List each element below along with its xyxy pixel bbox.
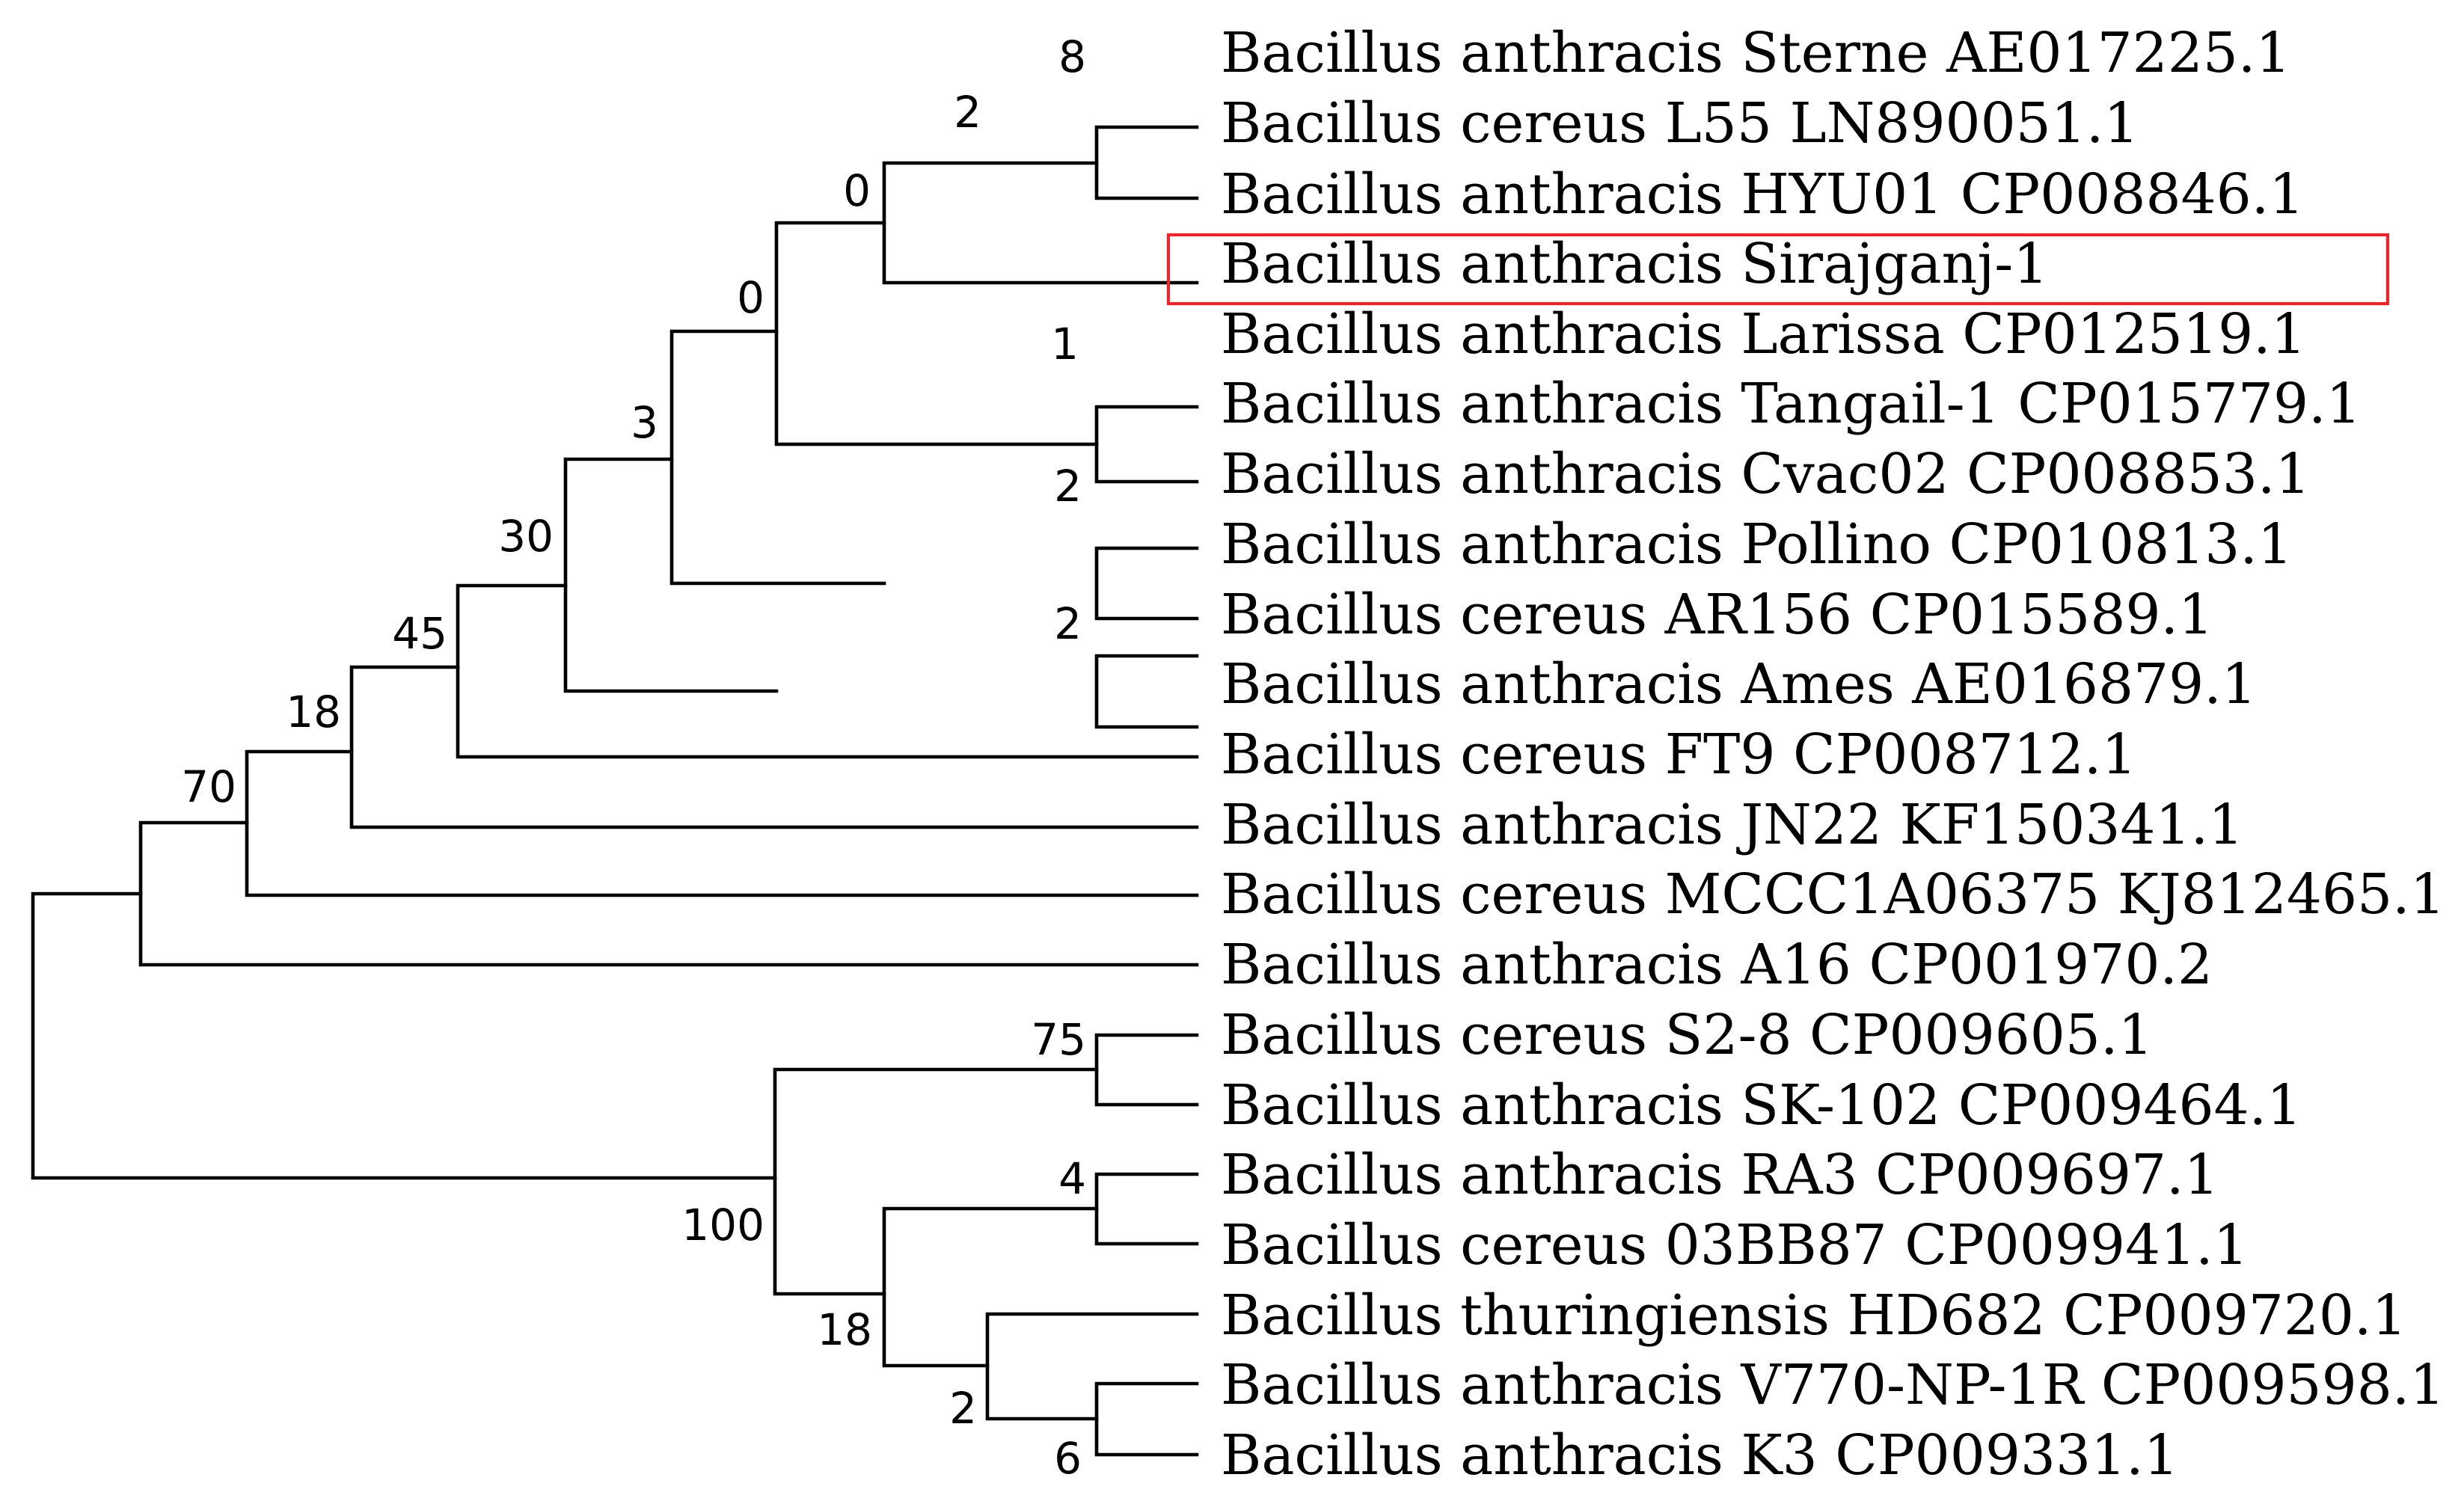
bootstrap-value: 70 [181,761,236,812]
taxon-label: Bacillus anthracis K3 CP009331.1 [1221,1423,2179,1488]
bootstrap-value: 4 [1058,1153,1086,1204]
taxon-label: Bacillus cereus L55 LN890051.1 [1221,91,2139,156]
bootstrap-value: 18 [286,687,341,737]
bootstrap-value: 6 [1054,1433,1082,1484]
branch-node-18-upper [245,749,1199,897]
taxon-label: Bacillus anthracis Pollino CP010813.1 [1221,512,2293,577]
branch-node-2-pollino [1094,654,1199,729]
branch-node-2-lower [985,1312,1199,1421]
taxon-label: Bacillus cereus 03BB87 CP009941.1 [1221,1213,2249,1277]
branch-node-75 [1094,1033,1199,1107]
bootstrap-value: 100 [681,1200,764,1250]
taxon-label: Bacillus anthracis Larissa CP012519.1 [1221,302,2306,366]
taxon-label: Bacillus cereus MCCC1A06375 KJ812465.1 [1221,862,2445,927]
branch-node-4 [1094,1172,1199,1246]
taxon-labels: Bacillus anthracis Sterne AE017225.1 Bac… [1221,21,2445,1488]
taxon-label: Bacillus thuringiensis HD682 CP009720.1 [1221,1283,2407,1348]
bootstrap-value: 0 [737,272,764,323]
bootstrap-value: 8 [1058,31,1086,82]
taxon-label: Bacillus anthracis V770-NP-1R CP009598.1 [1221,1353,2445,1417]
bootstrap-value: 18 [817,1304,872,1355]
taxon-label: Bacillus anthracis Sterne AE017225.1 [1221,21,2291,85]
bootstrap-value: 0 [843,165,871,216]
taxon-label: Bacillus cereus FT9 CP008712.1 [1221,722,2136,787]
taxon-label: Bacillus anthracis JN22 KF150341.1 [1221,793,2243,857]
bootstrap-value: 3 [631,397,658,448]
branch-node-0-inner [774,221,1099,446]
bootstrap-labels: 8 2 0 1 0 2 2 3 30 45 18 70 75 4 6 2 18 … [181,31,1086,1484]
branch-root [31,891,777,1180]
highlight-box [1166,233,2390,306]
bootstrap-value: 1 [1051,319,1079,369]
bootstrap-value: 2 [1054,598,1082,649]
taxon-label: Bacillus anthracis RA3 CP009697.1 [1221,1143,2219,1207]
bootstrap-value: 45 [392,608,447,659]
bootstrap-value: 2 [954,87,981,138]
branch-node-70 [138,820,1199,967]
taxon-label: Bacillus anthracis HYU01 CP008846.1 [1221,162,2304,227]
branch-node-45 [349,665,1199,829]
taxon-label: Bacillus anthracis A16 CP001970.2 [1221,933,2213,997]
bootstrap-value: 2 [949,1383,977,1434]
branch-node-2-top [882,161,1199,285]
branch-node-3 [563,457,779,693]
branch-node-6 [1094,1381,1199,1457]
branch-node-30 [456,583,1199,759]
taxon-label: Bacillus anthracis SK-102 CP009464.1 [1221,1073,2302,1138]
branch-node-8 [1094,125,1199,200]
taxon-label: Bacillus anthracis Cvac02 CP008853.1 [1221,442,2311,506]
bootstrap-value: 30 [498,511,554,562]
tree-branches [31,125,1199,1457]
branch-node-100 [773,1067,1099,1296]
taxon-label: Bacillus cereus AR156 CP015589.1 [1221,583,2213,647]
branch-node-0-outer [669,329,886,586]
bootstrap-value: 75 [1031,1014,1086,1065]
branch-node-18-lower [882,1206,1099,1368]
taxon-label: Bacillus anthracis Ames AE016879.1 [1221,652,2257,716]
bootstrap-value: 2 [1054,461,1082,512]
taxon-label-highlighted: Bacillus anthracis Sirajganj-1 [1221,232,2048,296]
taxon-label: Bacillus anthracis Tangail-1 CP015779.1 [1221,372,2362,436]
branch-node-2-tangail [1094,546,1199,621]
branch-node-1 [1094,405,1199,484]
taxon-label: Bacillus cereus S2-8 CP009605.1 [1221,1003,2154,1067]
